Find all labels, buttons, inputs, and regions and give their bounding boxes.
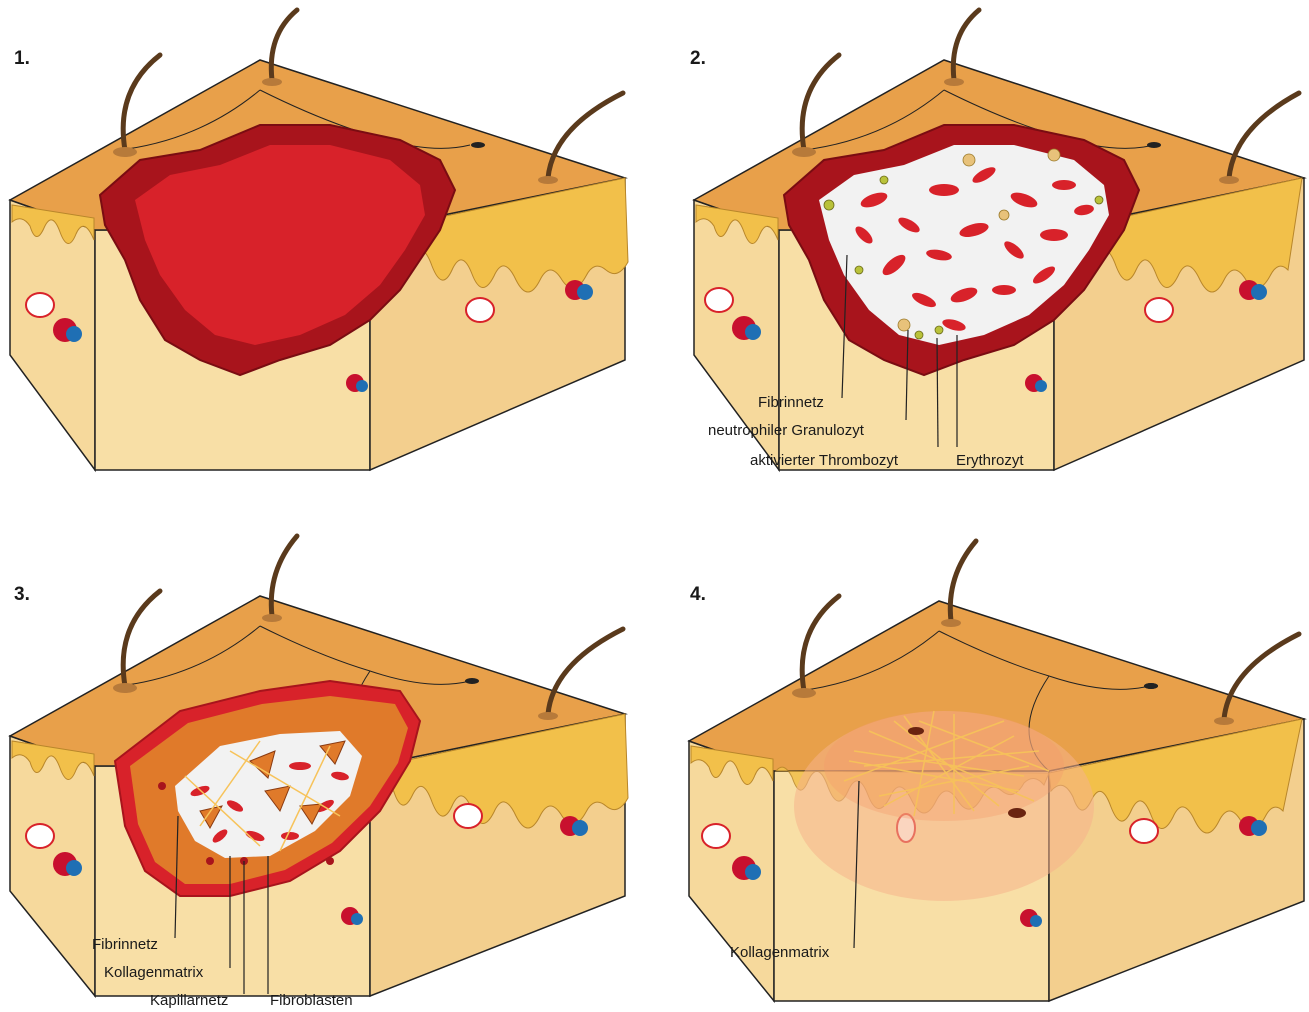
label-neutrophiler-granulozyt: neutrophiler Granulozyt — [708, 422, 864, 439]
panel-3-proliferation: 3. Fibrinnetz Kollagenmatrix Kapillarnet… — [0, 506, 654, 1012]
panel-4-remodeling: 4. Kollagenmatrix — [654, 506, 1308, 1012]
panel-1-hemostasis: 1. — [0, 0, 654, 506]
label-kollagenmatrix: Kollagenmatrix — [104, 964, 203, 981]
panel-number: 4. — [690, 584, 706, 606]
label-aktivierter-thrombozyt: aktivierter Thrombozyt — [750, 452, 898, 469]
panel-number: 3. — [14, 584, 30, 606]
label-kapillarnetz: Kapillarnetz — [150, 992, 228, 1009]
label-erythrozyt: Erythrozyt — [956, 452, 1024, 469]
label-fibrinnetz: Fibrinnetz — [92, 936, 158, 953]
panel-number: 1. — [14, 48, 30, 70]
label-kollagenmatrix: Kollagenmatrix — [730, 944, 829, 961]
skin-block-illustration-1 — [0, 0, 654, 506]
panel-2-inflammation: 2. Fibrinnetz neutrophiler Granulozyt ak… — [654, 0, 1308, 506]
panel-number: 2. — [690, 48, 706, 70]
skin-block-illustration-4 — [654, 506, 1308, 1012]
label-fibroblasten: Fibroblasten — [270, 992, 353, 1009]
label-fibrinnetz: Fibrinnetz — [758, 394, 824, 411]
